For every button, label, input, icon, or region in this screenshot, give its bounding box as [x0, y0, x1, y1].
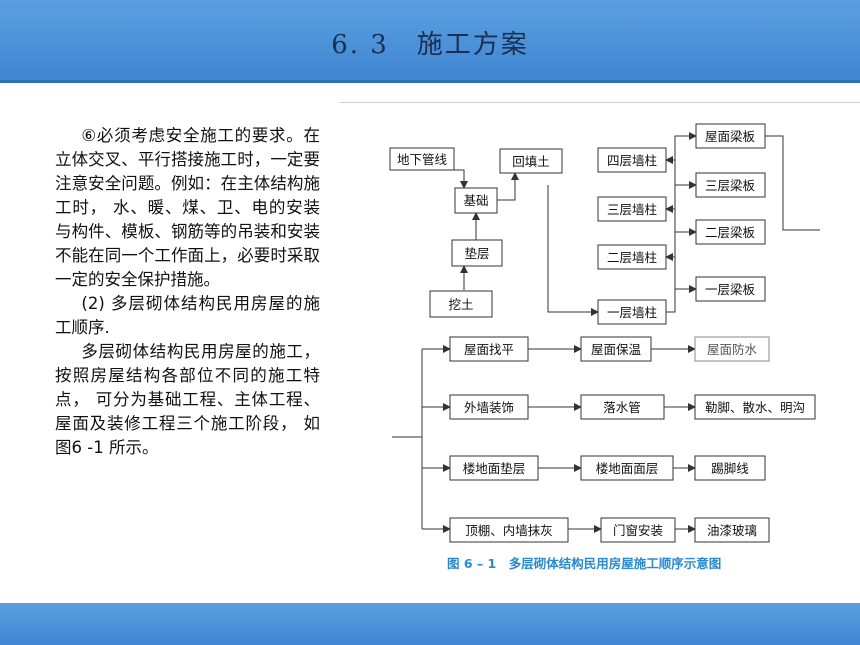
- node-ws3: 三层墙柱: [597, 196, 667, 222]
- paragraph-safety: ⑥必须考虑安全施工的要求。在立体交叉、平行搭接施工时，一定要注意安全问题。例如：…: [55, 126, 320, 289]
- svg-text:地下管线: 地下管线: [397, 152, 448, 167]
- node-b3: 三层梁板: [695, 172, 766, 198]
- node-r2b: 落水管: [580, 394, 665, 420]
- node-r4c: 油漆玻璃: [694, 517, 770, 543]
- svg-text:屋面保温: 屋面保温: [591, 342, 642, 357]
- paragraph-heading: (2) 多层砌体结构民用房屋的施工顺序.: [55, 294, 320, 337]
- arrow-ws1-b1: [666, 285, 697, 313]
- node-ws2: 二层墙柱: [597, 244, 667, 270]
- svg-text:二层墙柱: 二层墙柱: [607, 250, 657, 265]
- node-bw: 屋面梁板: [695, 123, 766, 149]
- svg-text:垫层: 垫层: [464, 246, 489, 261]
- node-r1b: 屋面保温: [580, 336, 652, 362]
- svg-text:外墙装饰: 外墙装饰: [464, 400, 514, 415]
- arrow-bw-right: [765, 135, 820, 231]
- header-bar: [0, 0, 860, 83]
- node-r4b: 门窗安装: [600, 517, 676, 543]
- node-jichu: 基础: [454, 187, 498, 214]
- svg-text:基础: 基础: [463, 193, 488, 208]
- node-b2: 二层梁板: [695, 219, 766, 245]
- arrow-to-ws1: [547, 185, 599, 316]
- arrow-ws4-bw: [666, 132, 697, 161]
- node-huitian: 回填土: [499, 148, 563, 174]
- svg-text:四层墙柱: 四层墙柱: [607, 153, 657, 168]
- svg-text:三层墙柱: 三层墙柱: [607, 202, 657, 217]
- svg-text:回填土: 回填土: [512, 154, 550, 169]
- node-dianceng: 垫层: [451, 239, 503, 267]
- svg-text:一层梁板: 一层梁板: [705, 282, 756, 297]
- body-text: ⑥必须考虑安全施工的要求。在立体交叉、平行搭接施工时，一定要注意安全问题。例如：…: [55, 124, 320, 460]
- svg-text:屋面梁板: 屋面梁板: [705, 129, 756, 144]
- node-r1c: 屋面防水: [694, 336, 770, 362]
- svg-text:顶棚、内墙抹灰: 顶棚、内墙抹灰: [465, 523, 553, 538]
- svg-text:屋面防水: 屋面防水: [707, 342, 758, 357]
- node-watu: 挖土: [429, 290, 493, 318]
- arrow-b2-ws3: [665, 205, 696, 233]
- divider-line: [340, 102, 860, 103]
- node-r4a: 顶棚、内墙抹灰: [449, 517, 569, 543]
- node-dixia: 地下管线: [389, 147, 455, 171]
- svg-text:楼地面垫层: 楼地面垫层: [463, 461, 526, 476]
- arrow-b3-ws4: [665, 156, 696, 186]
- figure-caption: 图 6 – 1 多层砌体结构民用房屋施工顺序示意图: [447, 556, 721, 571]
- connectors: [392, 132, 820, 533]
- svg-text:一层墙柱: 一层墙柱: [607, 305, 657, 320]
- node-r3c: 踢脚线: [694, 455, 766, 481]
- svg-text:楼地面面层: 楼地面面层: [596, 461, 659, 476]
- arrow-ws3-b3: [666, 181, 697, 210]
- svg-text:三层梁板: 三层梁板: [705, 178, 756, 193]
- paragraph-stages: 多层砌体结构民用房屋的施工， 按照房屋结构各部位不同的施工特点， 可分为基础工程…: [55, 342, 320, 457]
- node-b1: 一层梁板: [695, 276, 766, 302]
- node-r2a: 外墙装饰: [449, 394, 529, 420]
- arrow-jichu-huitian: [497, 172, 519, 201]
- node-r3b: 楼地面面层: [580, 455, 674, 481]
- svg-text:踢脚线: 踢脚线: [711, 461, 749, 476]
- node-r2c: 勒脚、散水、明沟: [694, 394, 816, 420]
- node-ws1: 一层墙柱: [597, 299, 667, 325]
- svg-text:油漆玻璃: 油漆玻璃: [707, 523, 757, 538]
- svg-text:落水管: 落水管: [603, 400, 641, 415]
- node-ws4: 四层墙柱: [597, 147, 667, 173]
- arrow-dixia-jichu: [422, 169, 468, 189]
- footer-bar: [0, 603, 860, 645]
- svg-text:挖土: 挖土: [448, 297, 473, 312]
- svg-text:屋面找平: 屋面找平: [464, 342, 514, 357]
- svg-text:勒脚、散水、明沟: 勒脚、散水、明沟: [705, 400, 805, 415]
- page-title: 6. 3 施工方案: [331, 30, 529, 60]
- svg-text:二层梁板: 二层梁板: [705, 225, 756, 240]
- arrow-ws2-b2: [666, 228, 697, 258]
- node-r3a: 楼地面垫层: [449, 455, 539, 481]
- svg-text:门窗安装: 门窗安装: [613, 523, 663, 538]
- arrow-b1-ws2: [665, 253, 696, 290]
- node-r1a: 屋面找平: [449, 336, 529, 362]
